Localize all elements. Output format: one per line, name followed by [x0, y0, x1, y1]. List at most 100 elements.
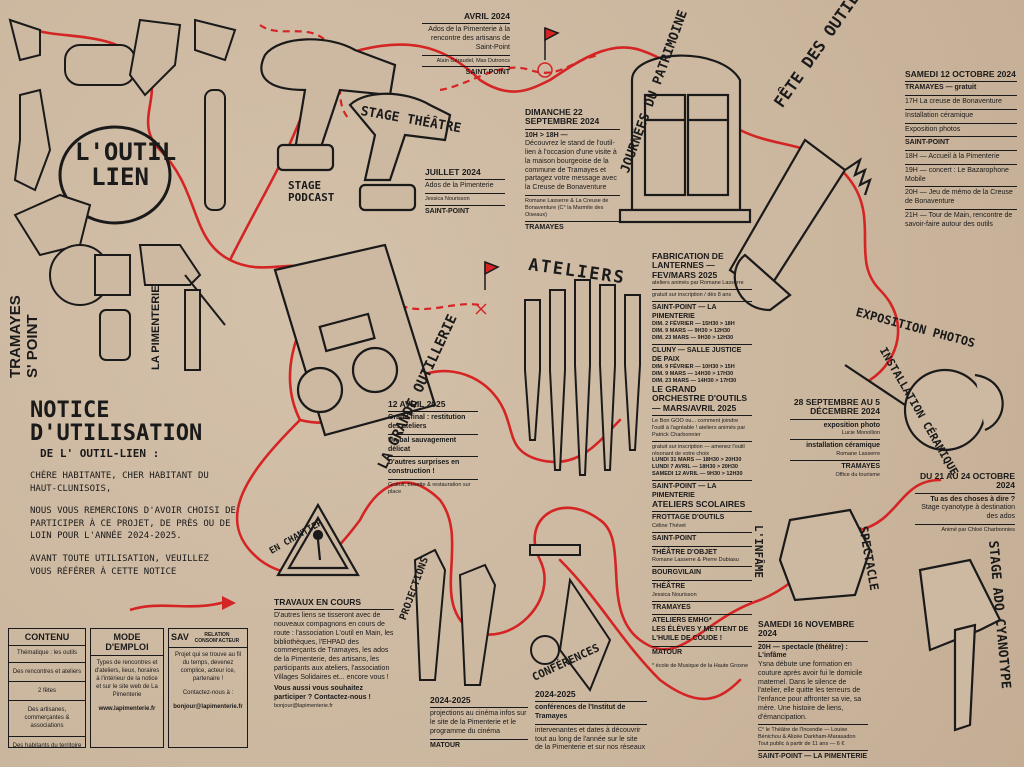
workshop-name: THÉÂTRE: [652, 583, 686, 591]
title-line1: L'OUTIL: [75, 138, 177, 166]
workshop-name: LES ÉLÈVES Y METTENT DE L'HUILE DE COUDE…: [652, 626, 749, 642]
table-sav: SAV RELATION CONSOM'ACTEUR Projet qui se…: [168, 628, 248, 748]
event-line: 20H — Jeu de mémo de la Creuse de Bonave…: [905, 189, 1013, 206]
workshop-place: TRAMAYES: [652, 603, 691, 611]
event-names: Alain Géraudel, Max Dutroncs: [436, 57, 510, 64]
event-names: Romane Lasserre & La Creuse de Bonaventu…: [525, 197, 609, 218]
sav-subtitle: RELATION CONSOM'ACTEUR: [194, 632, 240, 644]
event-place: TRAMAYES — gratuit: [905, 84, 977, 92]
event-date: 2024-2025: [535, 689, 576, 699]
event-dimanche-22-sept: DIMANCHE 22 SEPTEMBRE 2024 10H > 18H — D…: [525, 107, 620, 232]
brand-vertical: LA PIMENTERIE: [150, 285, 162, 370]
event-samedi-16-novembre: SAMEDI 16 NOVEMBRE 2024 20H — spectacle …: [758, 619, 868, 762]
event-projections: 2024-2025 projections au cinéma infos su…: [430, 695, 528, 750]
mode-text: Types de rencontres et d'ateliers, lieux…: [94, 660, 160, 699]
event-scolaires: ATELIERS SCOLAIRES FROTTAGE D'OUTILS Cél…: [652, 499, 752, 670]
contenu-item: Des habitants du territoire: [12, 742, 82, 749]
event-text: Ados de la Pimenterie à la rencontre des…: [428, 26, 510, 51]
event-title: TRAVAUX EN COURS: [274, 597, 362, 607]
sav-contact-label: Contactez-nous à :: [182, 690, 234, 697]
event-juillet-2024: JUILLET 2024 Ados de la Pimenterie Jessi…: [425, 167, 505, 217]
event-slot: DIM. 9 MARS — 9H30 > 12H30: [652, 328, 731, 335]
event-line: D'autres surprises en construction !: [388, 459, 460, 476]
sav-title: SAV: [171, 632, 189, 642]
event-text: Le Bon GOO ou... comment joindre l'outil…: [652, 418, 746, 438]
event-date: DU 21 AU 24 OCTOBRE 2024: [920, 471, 1015, 491]
event-note: gratuit sur inscription / dès 8 ans: [652, 291, 732, 298]
contact-email-link[interactable]: bonjour@lapimenterie.fr: [173, 704, 243, 711]
event-line: conférences de l'Institut de Tramayes: [535, 704, 626, 721]
notice-paragraph-2: NOUS VOUS REMERCIONS D'AVOIR CHOISI DE P…: [30, 506, 236, 542]
workshop-place: MATOUR: [652, 648, 683, 656]
stage-podcast-label: STAGE PODCAST: [288, 179, 335, 205]
event-line: 20H — spectacle (théâtre) : L'infâme: [758, 643, 848, 660]
event-slot: DIM. 2 FÉVRIER — 15H30 > 18H: [652, 321, 735, 328]
event-slot: DIM. 23 MARS — 14H30 > 17H30: [652, 378, 737, 385]
event-line: Stage cyanotype à destination des ados: [921, 504, 1015, 521]
event-avril-2024: AVRIL 2024 Ados de la Pimenterie à la re…: [422, 11, 510, 78]
event-septembre-decembre: 28 SEPTEMBRE AU 5 DÉCEMBRE 2024 expositi…: [790, 397, 880, 479]
event-orchestre: LE GRAND ORCHESTRE D'OUTILS — MARS/AVRIL…: [652, 384, 752, 501]
contenu-item: 2 fêtes: [37, 688, 56, 695]
event-samedi-12-octobre: SAMEDI 12 OCTOBRE 2024 TRAMAYES — gratui…: [905, 69, 1017, 229]
event-text: intervenantes et dates à découvrir tout …: [535, 726, 646, 752]
event-date: 12 AVRIL 2025: [388, 399, 446, 409]
event-names: Lucie Monollion: [841, 430, 880, 437]
event-place: CLUNY — salle Justice de Paix: [652, 346, 742, 363]
workshop-name: THÉÂTRE D'OBJET: [652, 548, 718, 556]
workshop-name: FROTTAGE D'OUTILS: [652, 514, 725, 522]
workshop-names: Jessica Nourisson: [652, 591, 697, 598]
event-question: Vous aussi vous souhaitez participer ? C…: [274, 685, 371, 702]
event-line: Installation céramique: [905, 111, 974, 119]
event-names: Gratuit, buvette & restauration sur plac…: [388, 481, 471, 495]
event-line: 17H La creuse de Bonaventure: [905, 98, 1002, 106]
event-line: Un bal sauvagement délicat: [388, 436, 457, 453]
event-place: TRAMAYES: [841, 462, 880, 470]
event-place: TRAMAYES: [525, 223, 564, 231]
event-line: 21H — Tour de Main, rencontre de savoir-…: [905, 211, 1013, 228]
event-text: Ysna débute une formation en couture apr…: [758, 661, 863, 721]
notice-subtitle: DE L' OUTIL-LIEN :: [40, 447, 160, 461]
event-place: MATOUR: [430, 741, 461, 749]
notice-title-line1: NOTICE: [30, 398, 110, 423]
event-date: DIMANCHE 22 SEPTEMBRE 2024: [525, 107, 600, 127]
event-text: projections au cinéma infos sur le site …: [430, 710, 527, 735]
event-names: Animé par Chloé Charbonnies: [941, 526, 1015, 533]
event-date: SAMEDI 12 OCTOBRE 2024: [905, 69, 1016, 79]
event-sub: ateliers animés par Romane Lasserre: [652, 280, 744, 287]
event-names: Jessica Nourisson: [425, 196, 470, 203]
event-line: 19H — concert : Le Bazarophone Mobile: [905, 166, 1009, 183]
notice-paragraph-1: CHÈRE HABITANTE, CHER HABITANT DU HAUT-C…: [30, 471, 209, 494]
event-title: ATELIERS SCOLAIRES: [652, 499, 746, 509]
sav-text: Projet qui se trouve au fil du temps, de…: [174, 652, 242, 683]
event-line: Exposition photos: [905, 125, 961, 133]
event-12-avril-2025: 12 AVRIL 2025 Grand final : restitution …: [388, 399, 478, 496]
contenu-item: Des rencontres et ateliers: [12, 669, 82, 676]
event-line: installation céramique: [806, 442, 880, 450]
event-text: D'autres liens se tisseront avec de nouv…: [274, 612, 394, 681]
event-slot: LUNDI 31 MARS — 18H30 > 20H30: [652, 457, 742, 464]
event-title: LE GRAND ORCHESTRE D'OUTILS — MARS/AVRIL…: [652, 384, 748, 413]
website-link[interactable]: www.lapimenterie.fr: [98, 706, 156, 713]
event-travaux: TRAVAUX EN COURS D'autres liens se tisse…: [274, 597, 394, 710]
event-names: Office du tourisme: [835, 471, 880, 478]
contact-email-link[interactable]: bonjour@lapimenterie.fr: [274, 702, 333, 709]
event-place: SAINT-POINT — la Pimenterie: [652, 483, 717, 499]
event-names: Romane Lasserre: [836, 451, 880, 458]
event-slot: DIM. 23 MARS — 9H30 > 12H30: [652, 335, 734, 342]
event-lanternes: FABRICATION DE LANTERNES — FEV/MARS 2025…: [652, 251, 752, 385]
event-date: 2024-2025: [430, 695, 471, 705]
event-conferences: 2024-2025 conférences de l'Institut de T…: [535, 689, 647, 753]
event-line: 18H — Accueil à la Pimenterie: [905, 153, 1000, 161]
event-title: FABRICATION DE LANTERNES — FEV/MARS 2025: [652, 251, 724, 280]
event-21-24-octobre: DU 21 AU 24 OCTOBRE 2024 Tu as des chose…: [915, 471, 1015, 534]
event-note: gratuit sur inscription — amenez l'outil…: [652, 443, 745, 457]
event-date: AVRIL 2024: [464, 11, 510, 21]
mode-header: MODE D'EMPLOI: [91, 629, 163, 656]
contenu-item: Des artisanes, commerçantes & associatio…: [24, 707, 70, 730]
workshop-names: Céline Thévet: [652, 523, 686, 530]
event-price: Tout public à partir de 11 ans — 6 €: [758, 741, 845, 748]
event-date: SAMEDI 16 NOVEMBRE 2024: [758, 619, 855, 639]
workshop-place: SAINT-POINT: [652, 534, 697, 542]
event-names: C° le Théâtre de l'Incendie — Louise Bén…: [758, 727, 856, 741]
